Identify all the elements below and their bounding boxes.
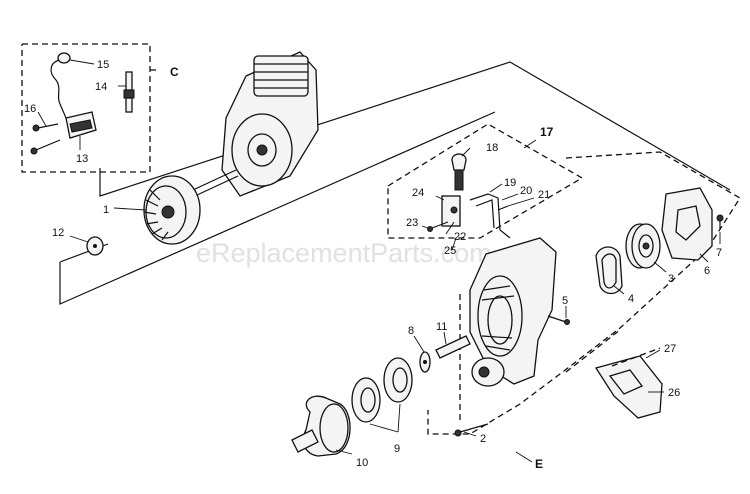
callout-9: 9	[394, 443, 400, 455]
group-17-label: 17	[540, 125, 554, 139]
part-7-screw	[716, 214, 724, 230]
part-13-ignition-coil	[65, 111, 97, 139]
part-16-screws	[30, 123, 61, 155]
callout-12: 12	[52, 227, 64, 239]
callout-7: 7	[716, 247, 722, 259]
callout-24: 24	[412, 187, 424, 199]
watermark: eReplacementParts.com	[196, 238, 492, 268]
part-14-spark-plug	[123, 71, 135, 113]
fuel-tank-hardware	[427, 153, 511, 239]
callout-11: 11	[436, 321, 447, 333]
callout-18: 18	[486, 142, 498, 154]
part-1-flywheel	[143, 175, 201, 245]
part-4-ring	[595, 246, 623, 295]
callout-15: 15	[97, 59, 109, 71]
callout-6: 6	[704, 265, 710, 277]
callout-21: 21	[538, 189, 550, 201]
callout-numbers: 15 14 16 13 1 12 18 19 20 21 24 23 22 25…	[24, 59, 722, 469]
callout-10: 10	[356, 457, 368, 469]
callout-27: 27	[664, 343, 676, 355]
callout-2: 2	[480, 433, 486, 445]
callout-20: 20	[520, 185, 532, 197]
part-10-clutch-drum	[291, 395, 351, 457]
part-26-bracket	[594, 347, 663, 419]
callout-8: 8	[408, 325, 414, 337]
callout-23: 23	[406, 217, 418, 229]
engine-block	[179, 51, 319, 203]
crankcase-housing	[469, 237, 557, 387]
callout-1: 1	[103, 204, 109, 216]
leader-lines	[37, 59, 721, 455]
part-8-washer	[419, 351, 431, 373]
callout-4: 4	[628, 293, 634, 305]
part-6-plate	[661, 187, 713, 261]
callout-22: 22	[454, 231, 466, 243]
callout-19: 19	[504, 177, 516, 189]
part-5-bolt	[547, 315, 570, 325]
group-c-frame: C	[21, 43, 179, 173]
part-2-bolt	[454, 423, 489, 437]
group-17-frame: 17	[387, 123, 584, 239]
callout-16: 16	[24, 103, 36, 115]
part-12-washer	[86, 236, 104, 256]
part-3-pulley	[625, 223, 661, 269]
callout-26: 26	[668, 387, 680, 399]
callout-14: 14	[95, 81, 107, 93]
callout-3: 3	[668, 273, 674, 285]
callout-25: 25	[444, 245, 456, 257]
group-e-frame: E	[427, 151, 741, 471]
group-e-label: E	[535, 457, 543, 471]
callout-13: 13	[76, 153, 88, 165]
group-c-label: C	[170, 65, 179, 79]
callout-5: 5	[562, 295, 568, 307]
part-11-shaft	[435, 335, 471, 359]
part-9-clutch-shoes	[351, 357, 413, 423]
part-15-plug-boot	[50, 52, 71, 119]
